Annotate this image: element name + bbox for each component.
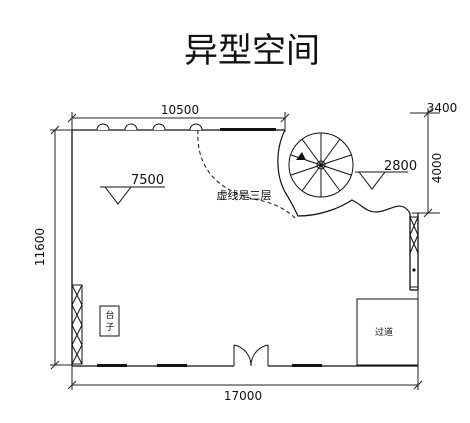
dimension-left: [50, 125, 72, 370]
right-cabinet: [409, 216, 419, 288]
passage-box: [356, 298, 419, 366]
ceiling-lights: [96, 123, 203, 131]
bottom-windows: [97, 364, 322, 367]
dimension-left-label: 11600: [33, 228, 47, 266]
dimension-right-offset-label: 3400: [427, 101, 458, 115]
left-cabinet: [71, 284, 83, 365]
dimension-right-height-label: 4000: [430, 153, 444, 184]
right-cabinet-knob-icon: [412, 268, 416, 272]
level-stair-label: 2800: [384, 159, 417, 174]
stair-arrow-icon: [296, 152, 306, 160]
curved-boundary: [277, 129, 411, 217]
level-marker-stair: [355, 171, 408, 190]
wall-outline: [71, 129, 419, 367]
counter-box: [99, 305, 120, 337]
level-marker-main: [100, 186, 165, 205]
page-title: 异型空间: [184, 31, 320, 71]
dimension-bottom-label: 17000: [224, 389, 262, 403]
dimension-top: [67, 112, 290, 132]
counter-label-char-1: 台: [105, 309, 114, 321]
passage-label: 过道: [375, 326, 393, 338]
dimension-bottom: [67, 290, 423, 390]
counter-label-char-2: 子: [105, 322, 114, 333]
third-floor-dashed-line: [197, 129, 296, 219]
spiral-staircase: [288, 132, 354, 198]
dimension-right-offset: [410, 108, 440, 218]
level-main-label: 7500: [131, 173, 164, 188]
dashed-line-note: 虚线是三层: [217, 188, 272, 202]
double-door: [233, 344, 269, 368]
dimension-top-label: 10500: [161, 103, 199, 117]
top-window: [220, 128, 276, 131]
